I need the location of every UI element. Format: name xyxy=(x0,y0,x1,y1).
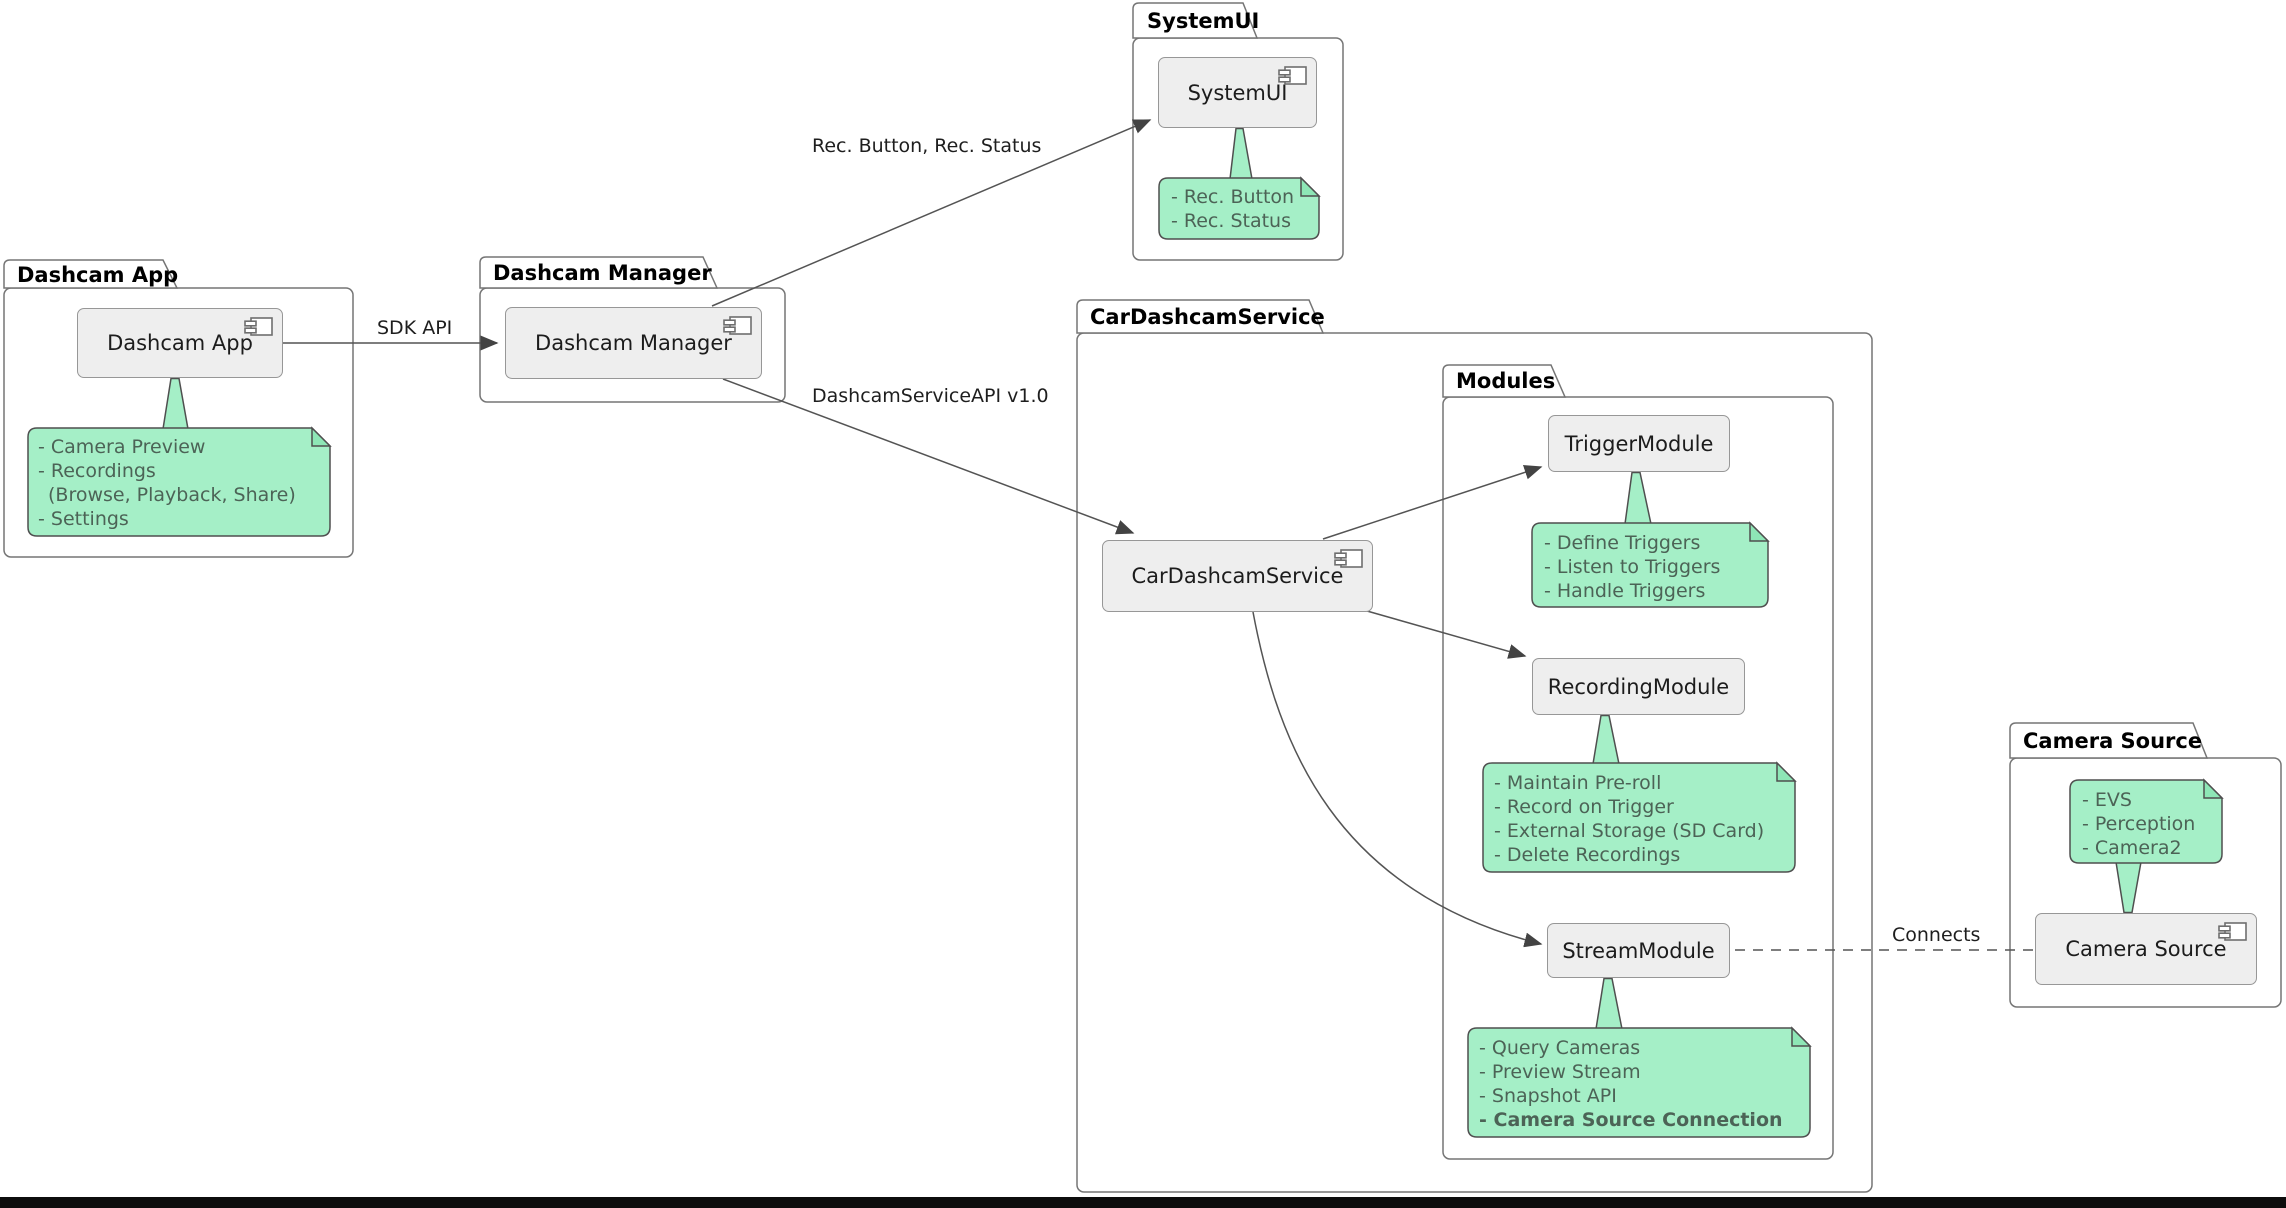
component-recording-module: RecordingModule xyxy=(1532,658,1745,715)
note-line: - Recordings xyxy=(38,460,156,482)
edge-dashcam-service-api-line xyxy=(722,378,1135,535)
note-line: - Maintain Pre-roll xyxy=(1494,772,1662,794)
package-dashcam-manager-tab xyxy=(479,256,719,289)
note-camera-source-fold xyxy=(2203,778,2224,799)
edge-label-sdk-api: SDK API xyxy=(377,317,453,339)
note-line: - Perception xyxy=(2082,813,2196,835)
component-icon xyxy=(1278,66,1307,85)
edge-label-rec-button-status: Rec. Button, Rec. Status xyxy=(812,135,1042,157)
component-car-dashcam-service: CarDashcamService xyxy=(1102,540,1373,612)
edge-label-dashcam-service-api: DashcamServiceAPI v1.0 xyxy=(812,385,1049,407)
component-label-car-dashcam-service: CarDashcamService xyxy=(1131,564,1344,588)
note-recording-module-fold xyxy=(1776,761,1797,782)
note-camera-source-body xyxy=(2069,779,2223,864)
component-label-stream-module: StreamModule xyxy=(1562,938,1715,963)
component-systemui: SystemUI xyxy=(1158,57,1317,128)
component-dashcam-manager: Dashcam Manager xyxy=(505,307,762,379)
edge-to-trigger-module-line xyxy=(1322,465,1543,540)
component-label-recording-module: RecordingModule xyxy=(1547,674,1730,699)
component-icon xyxy=(2218,922,2247,941)
component-label-dashcam-manager: Dashcam Manager xyxy=(535,331,732,355)
component-icon xyxy=(723,316,752,335)
note-systemui-body xyxy=(1158,177,1320,240)
component-icon xyxy=(244,317,273,336)
package-label-modules: Modules xyxy=(1456,369,1556,393)
package-systemui-tab xyxy=(1132,2,1259,39)
note-trigger-module: - Define Triggers - Listen to Triggers -… xyxy=(1544,531,1720,603)
edge-label-connects: Connects xyxy=(1892,924,1981,946)
component-label-systemui: SystemUI xyxy=(1187,80,1288,105)
package-label-camera-source: Camera Source xyxy=(2023,729,2203,753)
component-stream-module: StreamModule xyxy=(1547,923,1730,978)
edge-to-recording-module-line xyxy=(1366,610,1527,659)
component-icon xyxy=(1334,549,1363,568)
note-trigger-module-body xyxy=(1531,522,1769,608)
note-camera-source: - EVS - Perception - Camera2 xyxy=(2082,788,2195,860)
note-systemui: - Rec. Button - Rec. Status xyxy=(1171,185,1294,233)
note-line: - Query Cameras xyxy=(1479,1037,1641,1059)
bottom-window-edge xyxy=(0,1197,2286,1208)
edge-to-stream-module-line xyxy=(1252,611,1543,948)
package-modules-tab xyxy=(1442,364,1567,398)
note-line: - Handle Triggers xyxy=(1544,580,1706,602)
note-line: - Record on Trigger xyxy=(1494,796,1674,818)
note-line: - Rec. Status xyxy=(1171,210,1292,232)
package-dashcam-app-tab xyxy=(3,259,179,289)
note-stream-module-fold xyxy=(1791,1026,1812,1047)
component-label-trigger-module: TriggerModule xyxy=(1564,431,1714,456)
note-line: - Define Triggers xyxy=(1544,532,1701,554)
note-recording-module: - Maintain Pre-roll - Record on Trigger … xyxy=(1494,771,1764,867)
note-line: - Listen to Triggers xyxy=(1544,556,1721,578)
component-label-dashcam-app: Dashcam App xyxy=(107,331,253,355)
note-stream-module: - Query Cameras - Preview Stream - Snaps… xyxy=(1479,1036,1783,1132)
note-systemui-fold xyxy=(1300,176,1321,197)
note-stream-module-body xyxy=(1467,1027,1811,1138)
component-trigger-module: TriggerModule xyxy=(1548,415,1730,472)
note-dashcam-app-fold xyxy=(311,426,332,447)
component-dashcam-app: Dashcam App xyxy=(77,308,283,378)
package-label-dashcam-manager: Dashcam Manager xyxy=(493,261,712,285)
note-line: - Camera Source Connection xyxy=(1479,1109,1783,1131)
package-label-dashcam-app: Dashcam App xyxy=(17,263,179,287)
note-dashcam-app: - Camera Preview - Recordings (Browse, P… xyxy=(38,435,296,531)
package-label-systemui: SystemUI xyxy=(1147,9,1260,33)
note-line: - Preview Stream xyxy=(1479,1061,1641,1083)
note-dashcam-app-body xyxy=(27,427,331,537)
component-camera-source: Camera Source xyxy=(2035,913,2257,985)
note-line: (Browse, Playback, Share) xyxy=(48,484,296,506)
note-line: - External Storage (SD Card) xyxy=(1494,820,1765,842)
note-line: - EVS xyxy=(2082,789,2132,811)
component-label-camera-source: Camera Source xyxy=(2065,937,2227,961)
note-line: - Rec. Button xyxy=(1171,186,1295,208)
package-label-car-dashcam-service: CarDashcamService xyxy=(1090,305,1325,329)
note-trigger-module-fold xyxy=(1749,521,1770,542)
note-line: - Settings xyxy=(38,508,129,530)
note-line: - Delete Recordings xyxy=(1494,844,1681,866)
note-line: - Snapshot API xyxy=(1479,1085,1617,1107)
package-car-dashcam-service-tab xyxy=(1076,299,1325,334)
note-line: - Camera2 xyxy=(2082,837,2182,859)
note-line: - Camera Preview xyxy=(38,436,206,458)
note-recording-module-body xyxy=(1482,762,1796,873)
edge-rec-button-status-line xyxy=(711,119,1152,307)
package-camera-source-tab xyxy=(2009,722,2209,759)
